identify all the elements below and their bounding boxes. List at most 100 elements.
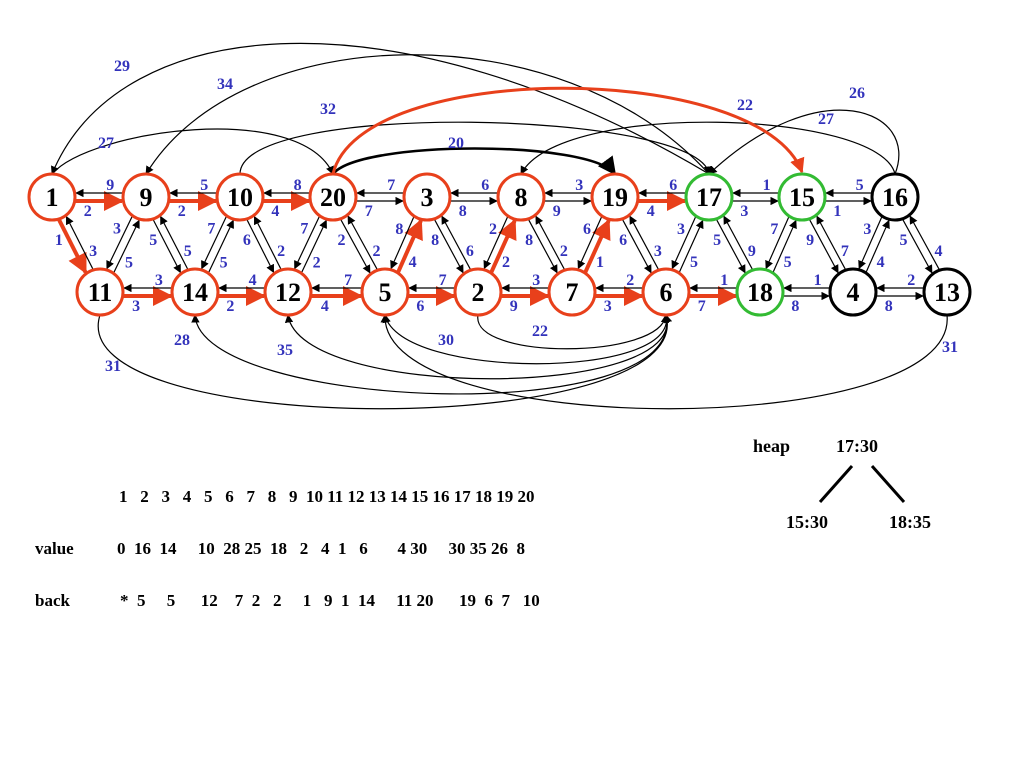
edge-6-17 <box>678 219 704 273</box>
edge-weight-19-17: 4 <box>647 203 655 220</box>
node-label-6: 6 <box>660 278 673 307</box>
edge-13-16 <box>909 215 940 271</box>
edge-2-8 <box>489 218 517 274</box>
edge-weight-20-10: 8 <box>294 177 302 194</box>
edge-weight-17-15: 3 <box>740 203 748 220</box>
edge-weight-18-17: 9 <box>748 243 756 260</box>
node-label-10: 10 <box>227 183 253 212</box>
edge-weight-14-12: 2 <box>226 298 234 315</box>
edge-weight-2-7: 9 <box>510 298 518 315</box>
edge-weight-15-16: 1 <box>833 203 841 220</box>
edge-weight-8-3: 6 <box>481 177 489 194</box>
back-row: * 5 5 12 7 2 2 1 9 1 14 11 20 19 6 7 10 <box>120 591 540 610</box>
edge-weight-15-18: 7 <box>770 221 778 238</box>
long-edge-weight-17-9: 34 <box>217 76 233 93</box>
node-circle-9 <box>121 172 171 222</box>
node-circle-15 <box>777 172 827 222</box>
edge-weight-9-11: 3 <box>113 221 121 238</box>
edge-weight-6-7: 2 <box>626 272 634 289</box>
edge-weight-3-5: 8 <box>395 221 403 238</box>
node-label-17: 17 <box>696 183 722 212</box>
node-13: 13 <box>922 267 972 317</box>
long-edge-2-6 <box>477 314 670 350</box>
edge-weight-2-3: 6 <box>466 243 474 260</box>
long-edge-13-5 <box>380 314 948 410</box>
edge-weight-16-15: 5 <box>856 177 864 194</box>
node-3: 3 <box>402 172 452 222</box>
node-20: 20 <box>308 172 358 222</box>
edge-weight-10-9: 5 <box>200 177 208 194</box>
node-circle-19 <box>590 172 640 222</box>
node-6: 6 <box>641 267 691 317</box>
edge-weight-13-4: 2 <box>907 272 915 289</box>
edge-weight-17-18: 5 <box>713 232 721 249</box>
edge-weight-6-19: 3 <box>654 243 662 260</box>
heap-edge-left <box>818 465 854 503</box>
long-edge-11-6 <box>97 314 673 410</box>
heap-edge-right <box>870 465 906 503</box>
edge-weight-11-9: 5 <box>125 254 133 271</box>
node-1: 1 <box>27 172 77 222</box>
edge-10-12 <box>246 219 275 274</box>
heap-label: heap <box>753 436 791 456</box>
node-label-9: 9 <box>140 183 153 212</box>
long-edge-6-5 <box>382 314 667 365</box>
heap-left-child: 15:30 <box>786 512 828 532</box>
edge-weight-12-20: 2 <box>313 254 321 271</box>
edge-weight-12-5: 4 <box>321 298 329 315</box>
long-edge-10-17 <box>239 121 713 175</box>
edge-14-10 <box>207 219 234 274</box>
long-edge-weight-20-19: 20 <box>448 135 464 152</box>
edge-weight-18-6: 1 <box>720 272 728 289</box>
node-circle-13 <box>922 267 972 317</box>
node-label-1: 1 <box>46 183 59 212</box>
node-circle-1 <box>27 172 77 222</box>
edge-weight-19-6: 6 <box>619 232 627 249</box>
node-circle-14 <box>170 267 220 317</box>
edge-weight-8-19: 9 <box>553 203 561 220</box>
node-label-20: 20 <box>320 183 346 212</box>
long-edge-1-20 <box>51 128 334 175</box>
edge-weight-15-17: 1 <box>763 177 771 194</box>
edge-10-14 <box>201 215 228 270</box>
node-10: 10 <box>215 172 265 222</box>
node-label-8: 8 <box>515 183 528 212</box>
edge-16-4 <box>858 216 883 270</box>
node-18: 18 <box>735 267 785 317</box>
edge-weight-7-8: 2 <box>560 243 568 260</box>
node-11: 11 <box>75 267 125 317</box>
edge-weight-19-8: 3 <box>575 177 583 194</box>
long-edge-6-12 <box>284 314 668 380</box>
edge-weight-14-11: 3 <box>155 272 163 289</box>
table-header-row: 1 2 3 4 5 6 7 8 9 10 11 12 13 14 15 16 1… <box>119 487 535 506</box>
long-edge-weight-16-17: 26 <box>849 85 865 102</box>
edge-weight-8-2: 2 <box>489 221 497 238</box>
edge-weight-13-16: 4 <box>934 243 942 260</box>
edge-3-5 <box>390 216 415 270</box>
node-circle-12 <box>263 267 313 317</box>
edge-8-2 <box>483 216 509 270</box>
edge-11-9 <box>113 219 140 274</box>
edge-weight-4-18: 1 <box>814 272 822 289</box>
edge-18-15 <box>772 219 797 273</box>
edge-weight-3-2: 8 <box>431 232 439 249</box>
edge-1-11 <box>57 218 88 275</box>
edge-3-2 <box>433 218 464 274</box>
edge-weight-5-2: 6 <box>416 298 424 315</box>
heap-right-child: 18:35 <box>889 512 931 532</box>
node-label-15: 15 <box>789 183 815 212</box>
back-row-label: back <box>35 591 70 610</box>
long-edge-weight-1-20: 27 <box>98 135 114 152</box>
edge-17-6 <box>671 216 697 270</box>
node-4: 4 <box>828 267 878 317</box>
edge-weight-12-10: 2 <box>277 243 285 260</box>
edge-weight-2-5: 7 <box>439 272 447 289</box>
edge-weight-16-13: 5 <box>900 232 908 249</box>
node-circle-10 <box>215 172 265 222</box>
node-16: 16 <box>870 172 920 222</box>
node-circle-7 <box>547 267 597 317</box>
edge-weight-17-19: 6 <box>669 177 677 194</box>
value-row: 0 16 14 10 28 25 18 2 4 1 6 4 30 30 35 2… <box>117 539 525 558</box>
edge-2-3 <box>441 215 472 271</box>
